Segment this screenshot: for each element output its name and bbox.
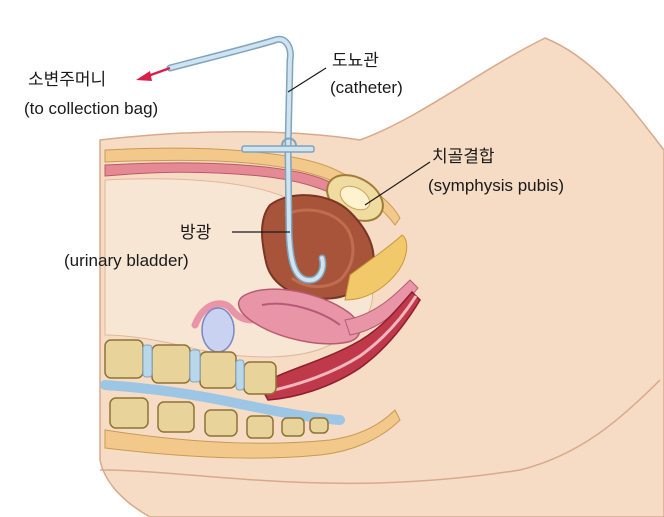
- sacral-segment: [246, 415, 274, 439]
- collection-bag-label-ko: 소변주머니: [28, 70, 106, 90]
- vertebra: [151, 344, 191, 384]
- symphysis-pubis-core: [339, 185, 371, 211]
- uterine-cavity: [261, 302, 341, 326]
- catheter-clamp-hook: [281, 137, 297, 147]
- presacral-fat: [104, 409, 401, 459]
- collection-bag-label-en: (to collection bag): [24, 99, 158, 118]
- periurethral-fat: [344, 234, 408, 301]
- coccyx: [309, 417, 329, 434]
- collection-bag-arrowhead: [136, 71, 152, 81]
- lower-body-contour: [99, 379, 661, 485]
- catheter-tube-fill: [168, 37, 325, 283]
- sacral-segment: [109, 397, 149, 429]
- coccyx: [281, 417, 305, 437]
- vagina: [344, 279, 419, 336]
- vertebra: [199, 351, 237, 389]
- intervertebral-disc: [189, 349, 201, 383]
- rectum-lining: [264, 295, 418, 394]
- catheter-leader-line: [287, 67, 327, 93]
- intervertebral-disc: [235, 359, 245, 391]
- symphysis-leader-line: [364, 161, 431, 206]
- vertebra: [243, 361, 277, 395]
- sacral-segment: [157, 401, 195, 433]
- bladder-lumen-highlight: [284, 208, 355, 288]
- uterus: [237, 288, 361, 345]
- collection-bag-arrow-line: [147, 66, 171, 78]
- bladder-label-en: (urinary bladder): [64, 251, 189, 270]
- ovary: [201, 307, 235, 353]
- vertebra: [104, 339, 144, 379]
- sacral-segment: [204, 409, 238, 437]
- symphysis-pubis-label-en: (symphysis pubis): [428, 176, 564, 195]
- catheter-label-en: (catheter): [330, 78, 403, 97]
- bladder-label-ko: 방광: [180, 223, 211, 243]
- symphysis-pubis-label-ko: 치골결합: [432, 147, 495, 167]
- intervertebral-discs: [142, 344, 245, 391]
- catheter-label-ko: 도뇨관: [332, 51, 379, 71]
- intervertebral-disc: [142, 344, 153, 378]
- spinal-canal: [100, 380, 345, 425]
- catheter-clamp-bar: [241, 145, 315, 153]
